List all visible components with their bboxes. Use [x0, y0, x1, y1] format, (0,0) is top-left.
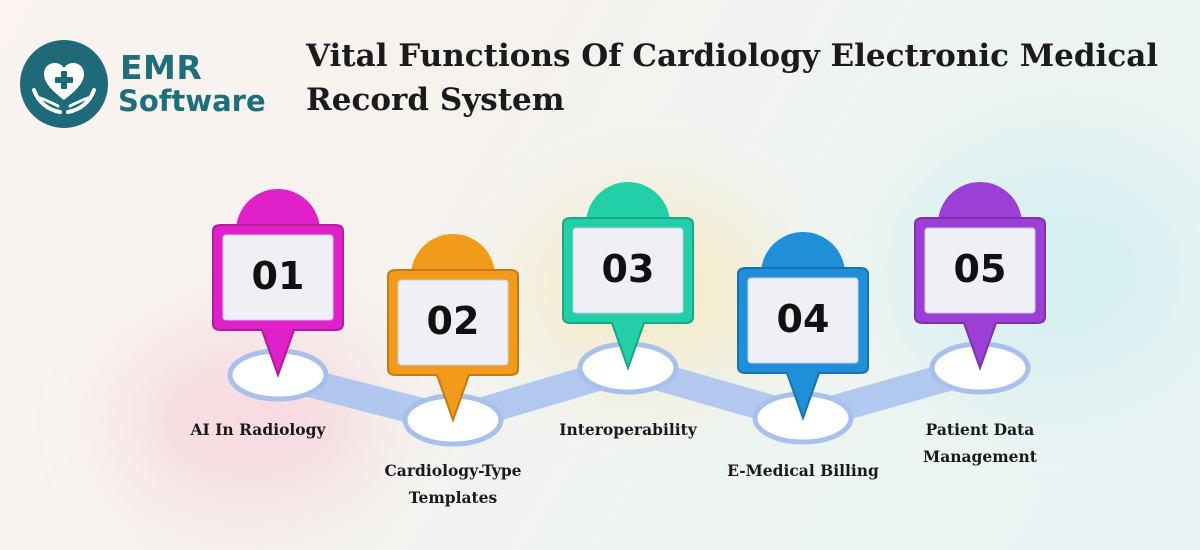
step-number-2: 02 — [426, 298, 480, 343]
marker-head — [938, 182, 1022, 224]
step-marker-1 — [212, 189, 344, 402]
step-label-line: Patient Data — [925, 420, 1035, 439]
step-number-5: 05 — [953, 246, 1007, 291]
step-label-line: AI In Radiology — [190, 420, 326, 439]
step-marker-4 — [737, 232, 869, 445]
step-number-1: 01 — [251, 253, 305, 298]
marker-card — [747, 277, 859, 364]
logo-badge — [20, 40, 108, 128]
logo-text-emr: EMR — [120, 48, 203, 87]
step-label-3: Interoperability — [528, 416, 728, 443]
step-label-line: Interoperability — [559, 420, 697, 439]
step-label-1: AI In Radiology — [158, 416, 358, 443]
step-marker-3 — [562, 182, 694, 395]
marker-head — [761, 232, 845, 274]
step-number-3: 03 — [601, 246, 655, 291]
title-line-1: Vital Functions Of Cardiology Electronic… — [306, 38, 1159, 74]
step-label-line: Cardiology-Type — [384, 461, 522, 480]
marker-head — [586, 182, 670, 224]
step-marker-2 — [387, 234, 519, 447]
step-label-line: E-Medical Billing — [727, 461, 879, 480]
marker-card — [397, 279, 509, 366]
step-number-4: 04 — [776, 296, 830, 341]
page-title: Vital Functions Of Cardiology Electronic… — [306, 34, 1166, 122]
logo-text-software: Software — [118, 84, 266, 118]
step-label-line: Templates — [408, 488, 498, 507]
marker-card — [924, 227, 1036, 314]
step-label-4: E-Medical Billing — [703, 457, 903, 484]
step-marker-5 — [914, 182, 1046, 395]
marker-card — [572, 227, 684, 314]
marker-head — [411, 234, 495, 276]
heart-hands-icon — [32, 63, 96, 114]
emr-software-logo: EMR Software — [20, 38, 280, 128]
marker-card — [222, 234, 334, 321]
step-label-line: Management — [923, 447, 1037, 466]
marker-head — [236, 189, 320, 231]
title-line-2: Record System — [306, 82, 565, 118]
